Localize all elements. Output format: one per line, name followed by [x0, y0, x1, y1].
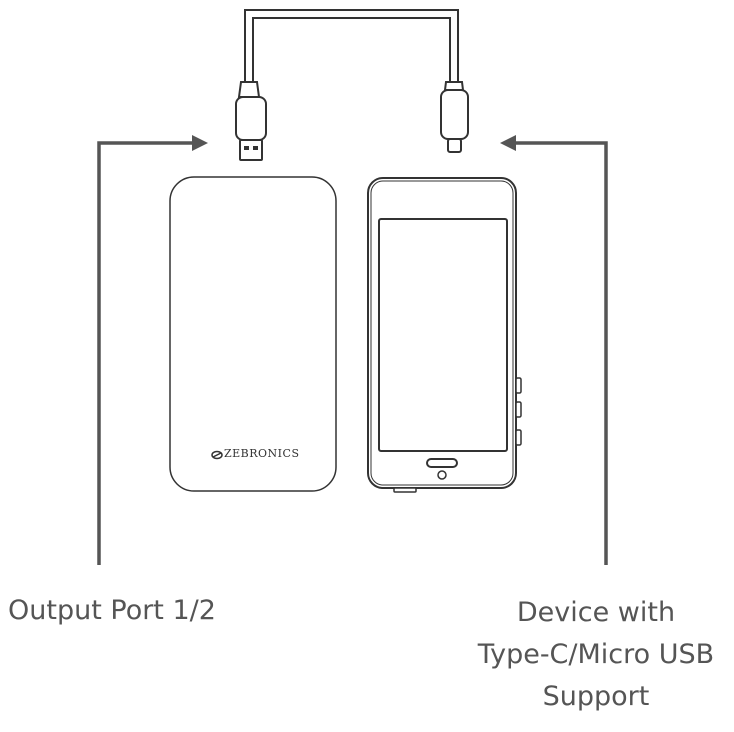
- device-label-line-1: Device with: [516, 597, 676, 628]
- side-button-2: [515, 401, 522, 418]
- side-button-1: [515, 377, 522, 394]
- phone-sensor: [437, 470, 447, 480]
- brand-logo: [211, 450, 223, 460]
- device-label: Device with Type-C/Micro USB Support: [440, 592, 734, 718]
- left-pointer-arrow: [97, 135, 208, 565]
- device-label-line-3: Support: [542, 681, 650, 712]
- phone-screen: [378, 218, 508, 452]
- device-label-line-2: Type-C/Micro USB: [477, 639, 715, 670]
- side-button-3: [515, 429, 522, 446]
- type-c-connector: [440, 81, 469, 153]
- smartphone: [367, 177, 522, 493]
- output-port-label: Output Port 1/2: [8, 595, 216, 626]
- power-bank: [169, 176, 337, 492]
- usb-a-connector: [235, 81, 267, 161]
- right-pointer-arrow: [500, 135, 608, 565]
- usb-cable: [244, 9, 459, 82]
- bottom-port: [393, 487, 417, 493]
- home-button: [426, 458, 458, 468]
- brand-name: ZEBRONICS: [224, 447, 300, 460]
